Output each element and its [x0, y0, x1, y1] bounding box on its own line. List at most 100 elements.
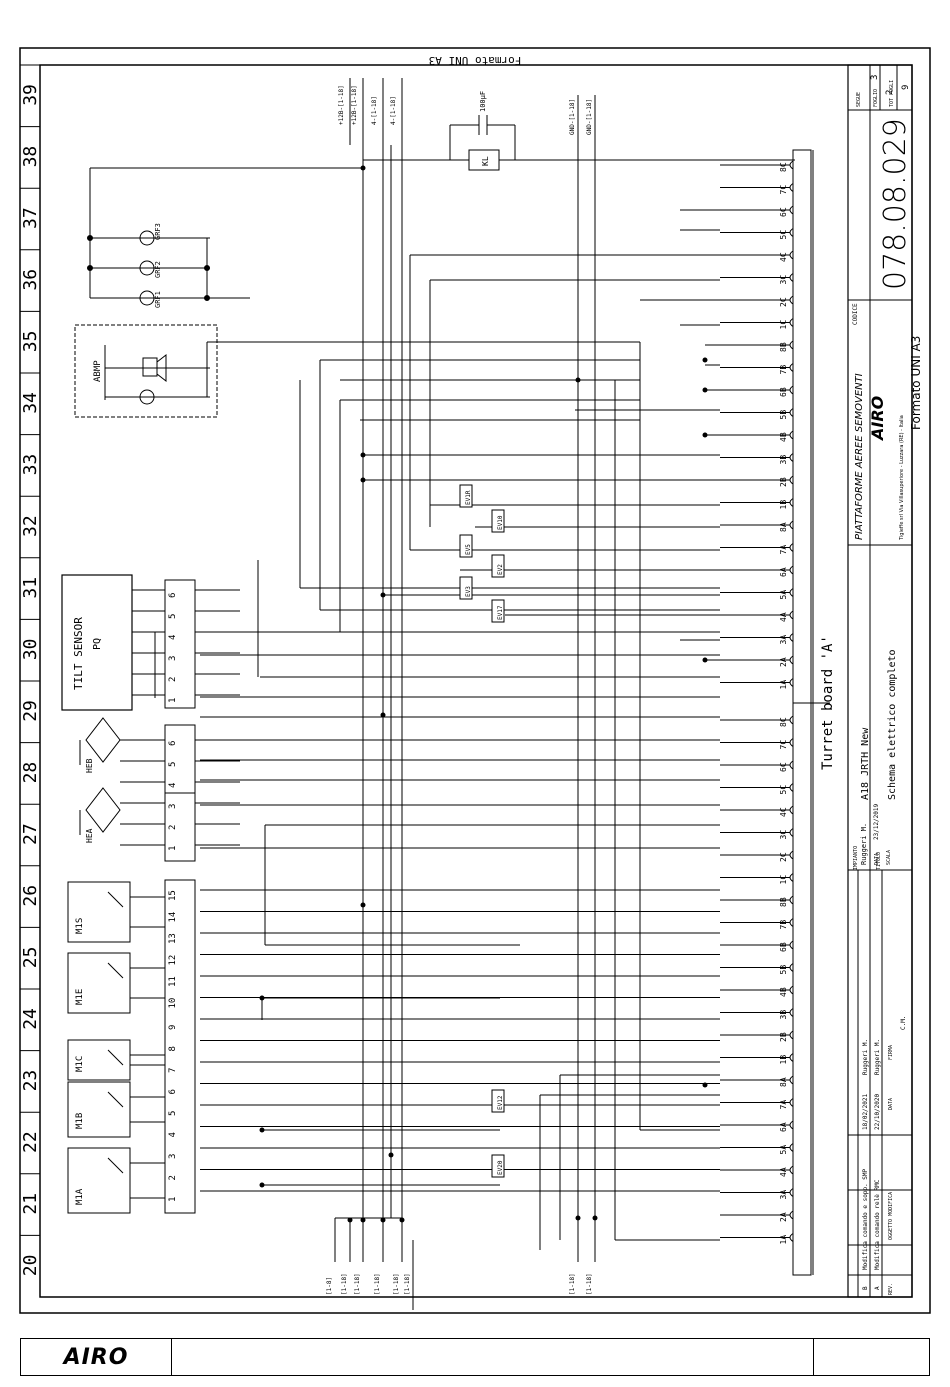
column-number: 21 [20, 1193, 41, 1215]
heb-label: HEB [85, 758, 94, 773]
impianto-value: A18 JRTH New [860, 727, 871, 800]
turret-top-pin: 5C [779, 230, 788, 240]
m1-switch-label: M1B [75, 1113, 85, 1129]
tilt-pin: 6 [168, 593, 178, 598]
turret-bottom-pin: 5C [779, 785, 788, 795]
m1-pin: 1 [168, 1197, 178, 1202]
title-block [847, 64, 913, 1298]
oggetto-header: OGGETTO MODIFICA [888, 1192, 894, 1240]
turret-top-pin: 2A [779, 657, 788, 667]
rev-header: REV. [888, 1283, 894, 1295]
rev-b-by: Ruggeri M. [862, 1039, 869, 1075]
valve-box [491, 554, 505, 578]
valve-label: EV3 [465, 586, 472, 597]
tilt-connector [164, 579, 196, 709]
hea-pin: 2 [168, 825, 178, 830]
m1-pin: 15 [168, 890, 178, 901]
turret-top-pin: 1C [779, 320, 788, 330]
feed-label-top: 4-[1-18] [390, 96, 397, 125]
m1-switch-label: M1E [75, 989, 85, 1005]
turret-top-pin: 1B [779, 500, 788, 510]
column-number: 26 [20, 885, 41, 907]
tilt-pin: 3 [168, 656, 178, 661]
tilt-sensor-label: TILT SENSOR [72, 617, 85, 690]
feed-label-top: +12B-[1-18] [338, 85, 345, 125]
turret-bottom-pin: 4C [779, 807, 788, 817]
feed-label-bottom: [1-18] [354, 1273, 361, 1295]
m1-pin: 8 [168, 1046, 178, 1051]
tilt-pin: 2 [168, 677, 178, 682]
turret-bottom-pin: 2C [779, 852, 788, 862]
abmp-label: ABMP [93, 360, 103, 382]
gnd-label-top: GND-[1-18] [569, 99, 576, 135]
rev-a-by: Ruggeri M. [874, 1039, 881, 1075]
valve-box [459, 576, 473, 600]
valve-box [491, 1089, 505, 1113]
turret-top-pin: 7C [779, 185, 788, 195]
firma-value: Ruggeri M. [860, 823, 868, 865]
tilt-pin: 1 [168, 698, 178, 703]
m1-pin: 11 [168, 976, 178, 987]
rev-a-date: 22/10/2020 [874, 1093, 881, 1130]
firma-header: FIRMA [888, 1045, 894, 1060]
foglio-label: FOGLIO [873, 89, 879, 107]
turret-bottom-pin: 6B [779, 942, 788, 952]
tilt-sensor-code: PQ [92, 638, 103, 650]
column-number: 27 [20, 823, 41, 845]
valve-label: EV12 [497, 1095, 504, 1110]
m1-pin: 3 [168, 1154, 178, 1159]
turret-top-pin: 7A [779, 545, 788, 555]
hea-pin: 6 [168, 741, 178, 746]
turret-bottom-pin: 6C [779, 762, 788, 772]
m1-switch-box [67, 1081, 131, 1138]
m1-pin: 2 [168, 1175, 178, 1180]
column-number: 32 [20, 515, 41, 537]
m1-switch-box [67, 952, 131, 1014]
hea-pin: 1 [168, 846, 178, 851]
turret-top-pin: 8B [779, 342, 788, 352]
grf3-label: GRF3 [154, 223, 162, 240]
valve-label: EV20 [497, 1160, 504, 1175]
feed-label-bottom: [1-18] [374, 1273, 381, 1295]
valve-box [491, 1154, 505, 1178]
segue-label: SEGUE [856, 92, 862, 107]
m1-switch-label: M1C [75, 1056, 85, 1072]
hea-pin: 4 [168, 783, 178, 788]
feed-label-bottom: [1-18] [404, 1273, 411, 1295]
data-value: 23/12/2019 [873, 803, 880, 840]
turret-top-pin: 7B [779, 365, 788, 375]
hea-pin: 5 [168, 762, 178, 767]
tot-fogli-label: TOT FOGLI [889, 80, 895, 107]
column-number: 36 [20, 269, 41, 291]
gnd-label-top: GND-[1-18] [586, 99, 593, 135]
m1-pin: 10 [168, 998, 178, 1009]
turret-board-label: Turret board 'A' [820, 635, 836, 770]
turret-bottom-pin: 2B [779, 1032, 788, 1042]
m1-switch-box [67, 1147, 131, 1214]
data-header: DATA [888, 1098, 894, 1110]
turret-top-pin: 6C [779, 207, 788, 217]
valve-label: EV1R [465, 490, 472, 505]
rev-a-code: A [874, 1286, 881, 1290]
turret-bottom-pin: 7A [779, 1100, 788, 1110]
grf1-label: GRF1 [154, 291, 162, 308]
kl-relay [363, 115, 795, 171]
column-number: 29 [20, 700, 41, 722]
rev-b-code: B [862, 1286, 869, 1290]
valve-box [459, 484, 473, 508]
company-name: PIATTAFORME AEREE SEMOVENTI [854, 373, 865, 540]
footer-strip: AIRO [20, 1338, 930, 1376]
column-number: 34 [20, 392, 41, 414]
m1-switch-label: M1A [75, 1188, 85, 1205]
drawing-code: 078.08.029 [878, 118, 913, 290]
turret-top-pin: 3B [779, 455, 788, 465]
cm-label: C.M. [900, 1016, 907, 1030]
kl-label: KL [481, 156, 490, 166]
feed-label-top: 4-[1-18] [371, 96, 378, 125]
turret-bottom-pin: 3A [779, 1190, 788, 1200]
rev-a-desc: Modifica comando relè RMC [874, 1179, 881, 1270]
tot-fogli-value: 9 [901, 85, 911, 90]
valve-label: EV5 [465, 544, 472, 555]
